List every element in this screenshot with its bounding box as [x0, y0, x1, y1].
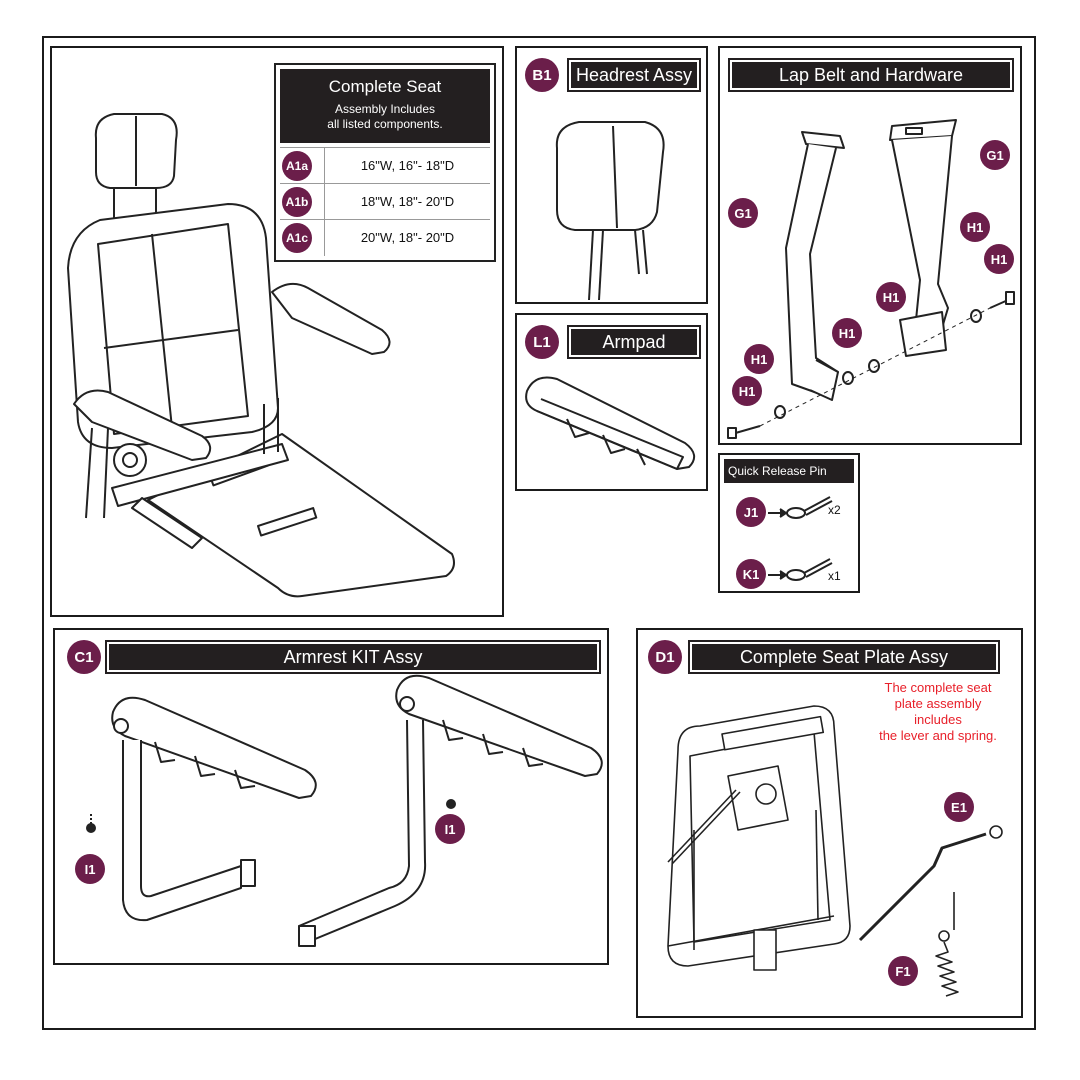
part-badge-h1: H1 [876, 282, 906, 312]
pin-illustration-j1 [768, 496, 833, 581]
seat-table-header: Complete Seat Assembly Includes all list… [280, 69, 490, 143]
part-badge-d1: D1 [648, 640, 682, 674]
part-badge-c1: C1 [67, 640, 101, 674]
qty-k1: x1 [828, 569, 841, 583]
part-badge-l1: L1 [525, 325, 559, 359]
part-badge-i1: I1 [75, 854, 105, 884]
note-line-4: the lever and spring. [879, 728, 997, 743]
note-line-3: includes [914, 712, 962, 727]
headrest-panel: B1 Headrest Assy [515, 46, 708, 304]
seat-size-a1a: 16"W, 16"- 18"D [324, 148, 490, 184]
seat-row: A1a 16"W, 16"- 18"D [280, 147, 490, 184]
complete-seat-panel: Complete Seat Assembly Includes all list… [50, 46, 504, 617]
quick-release-panel: Quick Release Pin J1 x2 K1 x1 [718, 453, 860, 593]
seat-row: A1b 18"W, 18"- 20"D [280, 183, 490, 220]
part-badge-g1-left: G1 [728, 198, 758, 228]
lap-belt-title: Lap Belt and Hardware [728, 58, 1014, 92]
seat-size-a1b: 18"W, 18"- 20"D [324, 184, 490, 220]
lap-belt-panel: Lap Belt and Hardware G1 G1 H1 H1 H1 H1 [718, 46, 1022, 445]
part-badge-a1a: A1a [282, 151, 312, 181]
seat-table-subtitle-1: Assembly Includes [334, 102, 436, 116]
seat-size-a1c: 20"W, 18"- 20"D [324, 220, 490, 256]
lap-belt-illustration [727, 119, 1015, 439]
part-badge-f1: F1 [888, 956, 918, 986]
seat-plate-illustration [667, 705, 1003, 997]
armrest-kit-title: Armrest KIT Assy [105, 640, 601, 674]
armpad-title: Armpad [567, 325, 701, 359]
seat-row: A1c 20"W, 18"- 20"D [280, 219, 490, 256]
part-badge-h1: H1 [744, 344, 774, 374]
armrest-kit-panel: C1 Armrest KIT Assy I1 I1 [53, 628, 609, 965]
seat-plate-title: Complete Seat Plate Assy [688, 640, 1000, 674]
part-badge-j1: J1 [736, 497, 766, 527]
part-badge-b1: B1 [525, 58, 559, 92]
armpad-illustration [525, 376, 696, 470]
headrest-title: Headrest Assy [567, 58, 701, 92]
part-badge-a1b: A1b [282, 187, 312, 217]
armrest-illustration [86, 674, 603, 947]
seat-illustration [67, 113, 455, 598]
note-line-1: The complete seat [884, 680, 992, 695]
seat-plate-panel: D1 Complete Seat Plate Assy The complete… [636, 628, 1023, 1018]
seat-plate-note: The complete seat plate assembly include… [858, 680, 1018, 744]
headrest-illustration [555, 121, 665, 301]
seat-table-title: Complete Seat [328, 77, 442, 96]
quick-release-title: Quick Release Pin [724, 459, 854, 483]
part-badge-h1: H1 [832, 318, 862, 348]
part-badge-h1: H1 [984, 244, 1014, 274]
part-badge-h1: H1 [732, 376, 762, 406]
part-badge-a1c: A1c [282, 223, 312, 253]
seat-sizes-table: Complete Seat Assembly Includes all list… [274, 63, 496, 262]
part-badge-h1: H1 [960, 212, 990, 242]
part-badge-e1: E1 [944, 792, 974, 822]
part-badge-g1-right: G1 [980, 140, 1010, 170]
seat-table-subtitle-2: all listed components. [327, 117, 443, 131]
note-line-2: plate assembly [894, 696, 982, 711]
armpad-panel: L1 Armpad [515, 313, 708, 491]
qty-j1: x2 [828, 503, 841, 517]
part-badge-k1: K1 [736, 559, 766, 589]
part-badge-i1: I1 [435, 814, 465, 844]
diagram-frame [42, 36, 1036, 1030]
